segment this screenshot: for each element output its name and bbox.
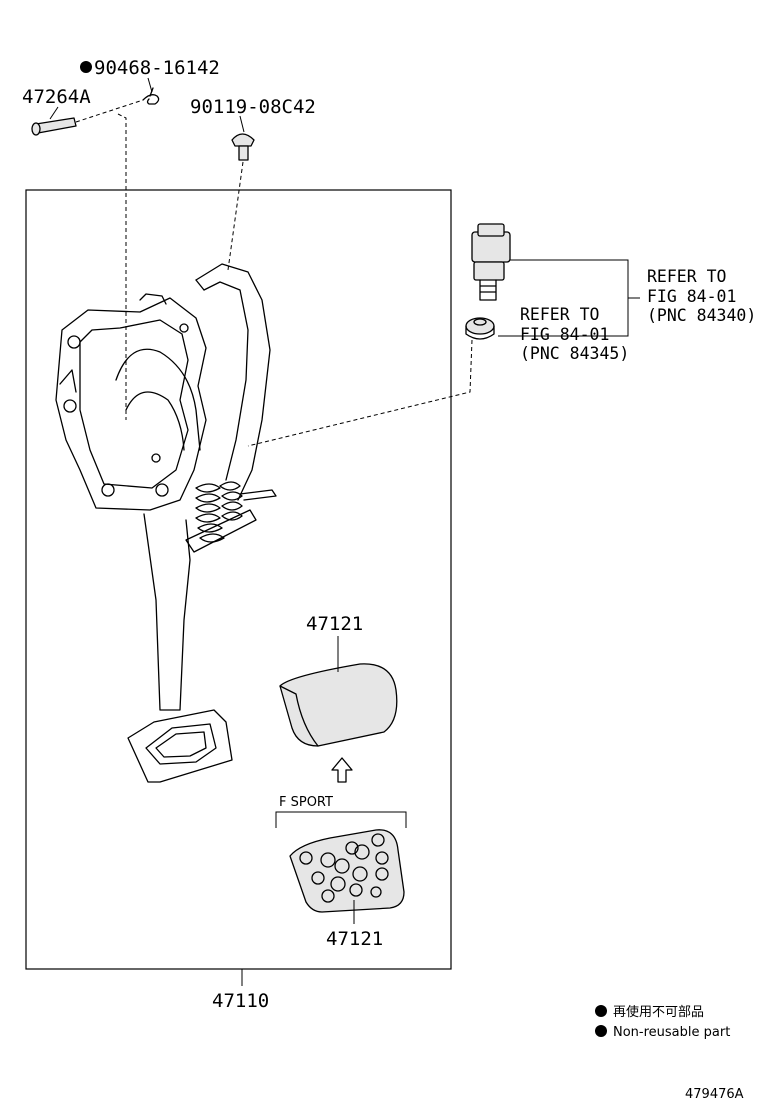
label-clip-90468: 90468-16142: [94, 57, 220, 79]
pedal-pad-47121-sport-drawing: [289, 829, 405, 913]
stop-lamp-switch-drawing: [471, 223, 511, 301]
legend-japanese: 再使用不可部品: [613, 1004, 704, 1020]
legend-bullet-icon-2: [595, 1025, 607, 1037]
label-pad-lower-47121: 47121: [326, 928, 383, 950]
label-assembly-47110: 47110: [212, 990, 269, 1012]
label-bolt-90119: 90119-08C42: [190, 96, 316, 118]
svg-text:REFER TO: REFER TO: [647, 267, 726, 286]
legend-bullet-icon: [595, 1005, 607, 1017]
assembly-frame: [25, 189, 452, 970]
svg-text:REFER TO: REFER TO: [520, 305, 599, 324]
figure-number: 479476A: [685, 1087, 744, 1102]
label-pin-47264a: 47264A: [22, 86, 91, 108]
pedal-pad-47121-upper-drawing: [279, 663, 398, 747]
install-arrow-icon: [331, 757, 353, 783]
reference-switch: REFER TO FIG 84-01 (PNC 84340): [647, 267, 756, 325]
svg-text:(PNC 84345): (PNC 84345): [520, 344, 629, 363]
svg-text:(PNC 84340): (PNC 84340): [647, 306, 756, 325]
legend: 再使用不可部品 Non-reusable part: [595, 1004, 730, 1040]
label-f-sport: F SPORT: [279, 795, 333, 810]
stopper-cushion-drawing: [465, 317, 495, 340]
brake-pedal-assembly-drawing: [55, 263, 277, 783]
svg-text:FIG 84-01: FIG 84-01: [647, 287, 736, 306]
non-reusable-bullet-clip: [80, 61, 92, 73]
pin-47264a-drawing: [31, 117, 77, 136]
reference-cushion: REFER TO FIG 84-01 (PNC 84345): [520, 305, 629, 363]
svg-text:FIG 84-01: FIG 84-01: [520, 325, 609, 344]
clip-90468-drawing: [142, 87, 160, 105]
bolt-90119-drawing: [231, 133, 255, 161]
label-pad-upper-47121: 47121: [306, 613, 363, 635]
legend-english: Non-reusable part: [613, 1025, 730, 1040]
